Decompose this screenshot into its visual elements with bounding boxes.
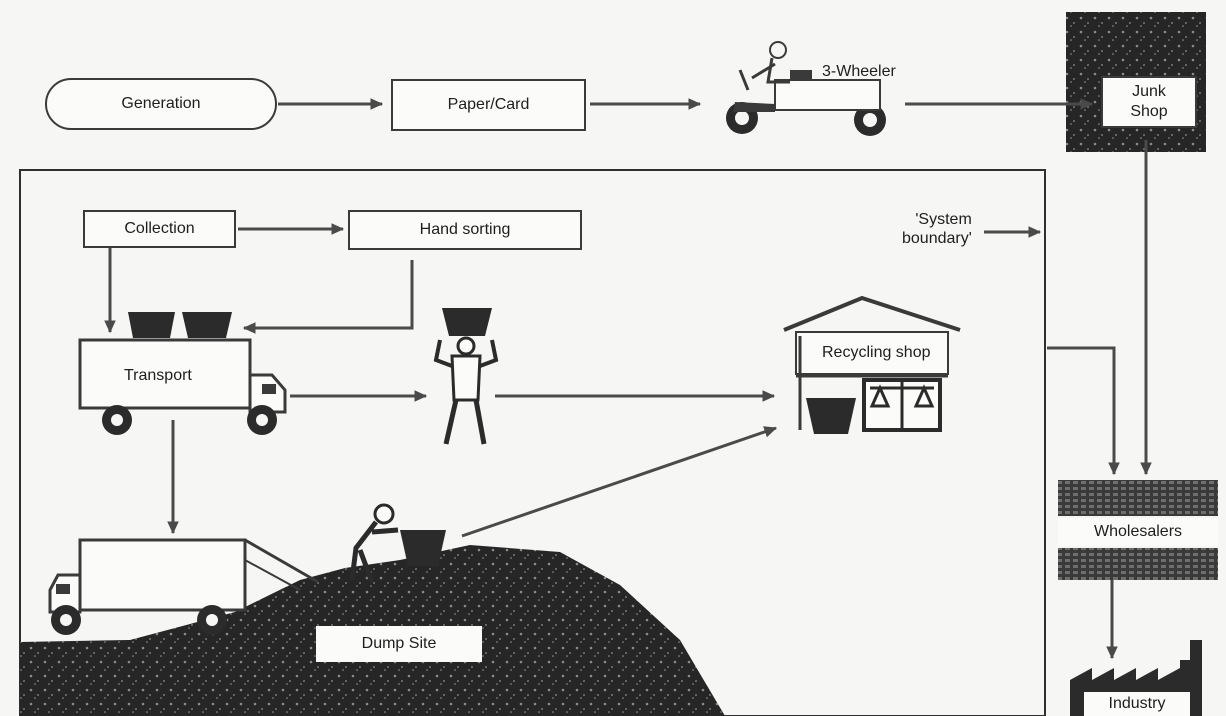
- hand-sorting-node: Hand sorting: [348, 210, 582, 250]
- recycling-shop-icon: [784, 298, 960, 434]
- junk-shop-node: Junk Shop: [1101, 76, 1197, 128]
- industry-label: Industry: [1109, 694, 1166, 714]
- generation-node: Generation: [45, 78, 277, 130]
- arrow-scavenger-to-recycling: [462, 428, 776, 536]
- three-wheeler-label: 3-Wheeler: [822, 62, 896, 81]
- three-wheeler-icon: [726, 42, 886, 136]
- wholesalers-node: Wholesalers: [1058, 518, 1218, 546]
- junk-shop-label: Junk Shop: [1119, 82, 1179, 122]
- paper-card-label: Paper/Card: [448, 96, 530, 114]
- system-boundary-line1: 'System: [902, 210, 972, 229]
- collection-label: Collection: [124, 220, 194, 238]
- collection-node: Collection: [83, 210, 236, 248]
- dump-site-label: Dump Site: [362, 634, 437, 654]
- wholesalers-upper-block: [1058, 480, 1218, 516]
- arrow-sorting-to-transport: [244, 260, 412, 328]
- industry-node: Industry: [1082, 690, 1192, 716]
- system-boundary-label: 'System boundary': [902, 210, 972, 248]
- recycling-shop-label: Recycling shop: [822, 343, 931, 362]
- wholesalers-label: Wholesalers: [1094, 522, 1182, 542]
- paper-card-node: Paper/Card: [391, 79, 586, 131]
- arrow-recycling-to-wholesalers: [1047, 348, 1114, 474]
- wholesalers-lower-block: [1058, 548, 1218, 580]
- hand-sorting-label: Hand sorting: [420, 221, 511, 239]
- generation-label: Generation: [121, 95, 200, 113]
- dump-site-node: Dump Site: [316, 626, 482, 662]
- transport-label: Transport: [124, 366, 192, 385]
- system-boundary-line2: boundary': [902, 229, 972, 248]
- carrier-person-icon: [436, 308, 496, 444]
